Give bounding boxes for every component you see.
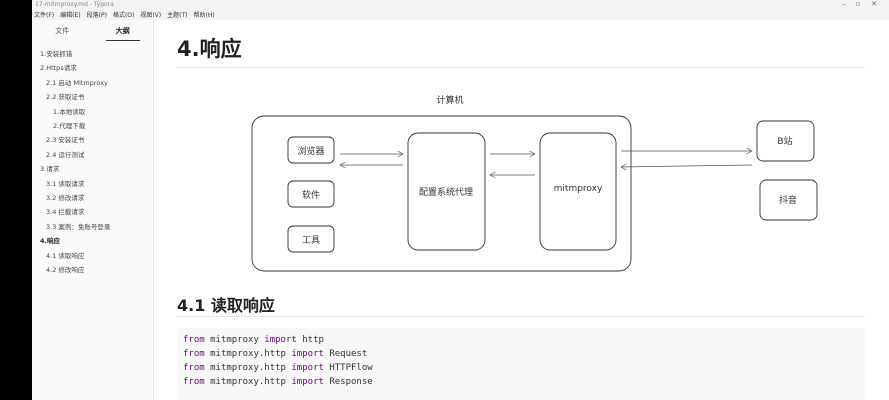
- window-title: 17-mitmproxy.md - Typora: [35, 1, 114, 8]
- menu-format[interactable]: 格式(O): [112, 12, 135, 19]
- outline-item[interactable]: 3.3 案例：免账号登录: [46, 222, 111, 231]
- tools-label: 工具: [302, 235, 320, 246]
- browser-box: [287, 136, 335, 164]
- mitmproxy-label: mitmproxy: [554, 184, 603, 194]
- outline-item[interactable]: 1.安装抓错: [40, 50, 73, 58]
- code-text: mitmproxy.http: [204, 363, 292, 373]
- tools-box: [287, 225, 335, 253]
- code-keyword: import: [291, 363, 324, 373]
- minimize-icon[interactable]: –: [842, 0, 846, 8]
- outline-item[interactable]: 2.2 获取证书: [46, 93, 85, 102]
- tab-files[interactable]: 文件: [55, 27, 70, 35]
- code-keyword: from: [183, 349, 205, 359]
- menu-help[interactable]: 帮助(H): [193, 12, 215, 19]
- computer-label: 计算机: [436, 94, 463, 106]
- outline-item[interactable]: 2.Https请求: [40, 64, 77, 73]
- outline-item[interactable]: 4.响应: [40, 237, 60, 246]
- bilibili-box: [756, 120, 815, 162]
- code-text: http: [296, 335, 324, 345]
- outline-item[interactable]: 3.请求: [40, 165, 60, 174]
- subheading-divider: [177, 316, 865, 317]
- proxy-config-label: 配置系统代理: [419, 186, 473, 198]
- douyin-box: [759, 179, 818, 221]
- code-text: mitmproxy.http: [204, 377, 292, 387]
- sidebar-tabs: 文件 大纲: [32, 20, 153, 42]
- menu-file[interactable]: 文件(F): [34, 12, 55, 19]
- outline-item[interactable]: 2.3 安装证书: [46, 136, 85, 145]
- code-text: HTTPFlow: [323, 363, 373, 373]
- menu-view[interactable]: 视图(V): [140, 12, 162, 19]
- tab-outline[interactable]: 大纲: [93, 20, 154, 42]
- outline-item[interactable]: 2.代理下载: [53, 122, 86, 130]
- arrow-bilibili-to-mitm: [621, 165, 753, 167]
- computer-box: [251, 115, 632, 272]
- code-keyword: from: [183, 377, 205, 387]
- menu-edit[interactable]: 编辑(E): [60, 12, 81, 19]
- code-line: from mitmproxy.http import Request: [183, 347, 859, 361]
- heading-read-response: 4.1 读取响应: [177, 296, 275, 315]
- code-text: Request: [323, 349, 368, 359]
- code-line: from mitmproxy import http: [183, 333, 859, 347]
- sidebar: 文件 大纲 1.安装抓错 2.Https请求 2.1 启动 Mitmproxy 2.2…: [32, 20, 154, 400]
- title-bar: 17-mitmproxy.md - Typora – ▫ ✕: [32, 0, 889, 10]
- outline-item[interactable]: 3.4 拦截请求: [46, 208, 85, 217]
- code-keyword: import: [291, 377, 324, 387]
- douyin-label: 抖音: [779, 194, 797, 206]
- code-keyword: from: [183, 363, 205, 373]
- browser-label: 浏览器: [297, 145, 324, 157]
- code-text: mitmproxy.http: [204, 349, 292, 359]
- typora-window: 17-mitmproxy.md - Typora – ▫ ✕ 文件(F) 编辑(…: [32, 0, 889, 400]
- outline-item[interactable]: 4.2 修改响应: [46, 266, 85, 274]
- mitmproxy-box: [539, 132, 617, 251]
- outline-item[interactable]: 4.1 读取响应: [46, 251, 85, 260]
- menu-theme[interactable]: 主题(T): [167, 12, 188, 19]
- code-keyword: import: [264, 335, 297, 345]
- code-keyword: from: [183, 335, 205, 345]
- editor-content[interactable]: 4.响应 计算机 浏览器 软件 工具 配置系统代理 mitmproxy B站: [154, 20, 889, 400]
- outline-item[interactable]: 2.1 启动 Mitmproxy: [46, 78, 108, 87]
- code-text: mitmproxy: [204, 335, 265, 345]
- menu-paragraph[interactable]: 段落(P): [86, 12, 107, 19]
- outline-item[interactable]: 3.1 读取请求: [46, 179, 85, 188]
- proxy-diagram: 计算机 浏览器 软件 工具 配置系统代理 mitmproxy B站 抖音: [251, 94, 818, 272]
- software-box: [287, 180, 335, 208]
- code-text: Response: [323, 377, 373, 387]
- heading-divider: [177, 67, 865, 68]
- heading-response: 4.响应: [177, 37, 242, 61]
- code-line: from mitmproxy.http import HTTPFlow: [183, 361, 859, 375]
- close-icon[interactable]: ✕: [871, 0, 877, 8]
- software-label: 软件: [302, 189, 320, 201]
- bilibili-label: B站: [777, 135, 792, 147]
- maximize-icon[interactable]: ▫: [855, 0, 861, 8]
- code-keyword: import: [291, 349, 324, 359]
- outline-item[interactable]: 2.4 运行测试: [46, 150, 85, 159]
- code-line: from mitmproxy.http import Response: [183, 375, 859, 389]
- outline-item[interactable]: 1.本地读取: [53, 107, 86, 116]
- proxy-config-box: [407, 132, 486, 251]
- outline-item[interactable]: 3.2 修改请求: [46, 194, 85, 202]
- menu-bar: 文件(F) 编辑(E) 段落(P) 格式(O) 视图(V) 主题(T) 帮助(H…: [32, 10, 889, 20]
